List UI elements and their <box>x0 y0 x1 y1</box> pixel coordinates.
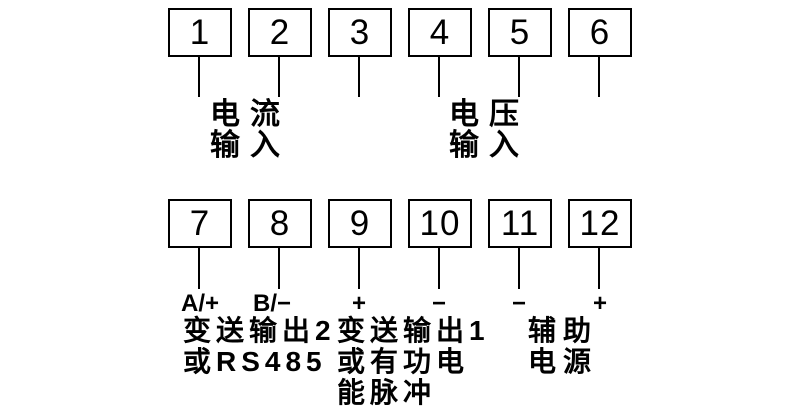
polarity-label-7: A/+ <box>180 290 219 317</box>
polarity-label-12: + <box>592 290 607 317</box>
label-line: 能脉冲 <box>337 377 437 408</box>
terminal-box-10: 10 <box>408 199 472 248</box>
label-line: 输入 <box>449 129 529 162</box>
terminal-lead-line-4 <box>438 57 440 97</box>
terminal-box-6: 6 <box>568 8 632 57</box>
label-line: 或RS485 <box>183 346 327 377</box>
terminal-box-12: 12 <box>568 199 632 248</box>
terminal-box-8: 8 <box>248 199 312 248</box>
terminal-lead-line-1 <box>198 57 200 97</box>
terminal-number: 7 <box>189 204 211 243</box>
terminal-box-1: 1 <box>168 8 232 57</box>
terminal-lead-line-8 <box>278 248 280 289</box>
terminal-number: 5 <box>509 13 531 52</box>
terminal-number: 2 <box>269 13 291 52</box>
terminal-number: 9 <box>349 204 371 243</box>
terminal-lead-line-12 <box>598 248 600 289</box>
terminal-box-9: 9 <box>328 199 392 248</box>
label-line: 电源 <box>528 346 599 377</box>
terminal-lead-line-7 <box>198 248 200 289</box>
terminal-number: 4 <box>429 13 451 52</box>
label-line: 输入 <box>210 129 290 162</box>
terminal-box-11: 11 <box>488 199 552 248</box>
aux-power-label: 辅助 电源 <box>528 315 598 377</box>
transmit-output2-label: 变送输出2 或RS485 <box>183 315 336 377</box>
voltage-input-label: 电压 输入 <box>399 99 569 161</box>
terminal-box-2: 2 <box>248 8 312 57</box>
terminal-lead-line-10 <box>438 248 440 289</box>
transmit-output1-label: 变送输出1 或有功电 能脉冲 <box>337 315 490 408</box>
terminal-box-7: 7 <box>168 199 232 248</box>
terminal-box-5: 5 <box>488 8 552 57</box>
terminal-lead-line-6 <box>598 57 600 97</box>
terminal-lead-line-5 <box>518 57 520 97</box>
terminal-box-3: 3 <box>328 8 392 57</box>
terminal-box-4: 4 <box>408 8 472 57</box>
terminal-lead-line-3 <box>358 57 360 97</box>
current-input-label: 电流 输入 <box>160 99 330 161</box>
terminal-lead-line-2 <box>278 57 280 97</box>
label-line: 辅助 <box>528 315 599 346</box>
terminal-number: 6 <box>589 13 611 52</box>
terminal-number: 11 <box>500 204 540 243</box>
label-line: 变送输出2 <box>183 315 336 346</box>
terminal-number: 10 <box>419 204 461 243</box>
label-line: 电压 <box>449 98 529 131</box>
terminal-number: 12 <box>579 204 621 243</box>
polarity-label-8: B/− <box>252 290 291 317</box>
terminal-number: 3 <box>349 13 371 52</box>
terminal-lead-line-11 <box>518 248 520 289</box>
polarity-label-11: − <box>511 290 526 317</box>
label-line: 或有功电 <box>337 346 470 377</box>
label-line: 变送输出1 <box>337 315 490 346</box>
label-line: 电流 <box>210 98 290 131</box>
terminal-number: 1 <box>189 13 211 52</box>
polarity-label-9: + <box>351 290 366 317</box>
polarity-label-10: − <box>431 290 446 317</box>
terminal-number: 8 <box>269 204 291 243</box>
terminal-lead-line-9 <box>358 248 360 289</box>
